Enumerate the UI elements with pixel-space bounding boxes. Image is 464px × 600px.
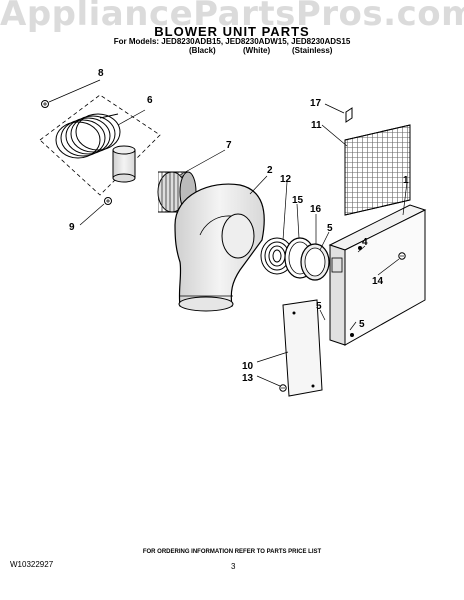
callout-11: 11 xyxy=(311,120,322,131)
part-1-blower-box xyxy=(328,181,427,346)
variant-black: (Black) xyxy=(189,46,216,55)
callout-10: 10 xyxy=(242,361,254,372)
part-7-blower-wheel xyxy=(157,149,226,213)
diagram-title: BLOWER UNIT PARTS xyxy=(154,24,310,39)
part-8-screw xyxy=(41,79,101,108)
callout-4: 4 xyxy=(362,237,368,248)
part-13-screw xyxy=(256,375,287,392)
callout-8: 8 xyxy=(98,68,104,79)
callout-5-lower: 5 xyxy=(359,319,365,330)
variant-stainless: (Stainless) xyxy=(292,46,333,55)
part-3-seal xyxy=(319,231,330,251)
part-16-ring xyxy=(300,214,330,281)
watermark: AppliancePartsPros.com xyxy=(0,0,464,34)
callout-2: 2 xyxy=(267,165,273,176)
callout-6: 6 xyxy=(147,95,153,106)
callout-1: 1 xyxy=(403,175,409,186)
callout-9: 9 xyxy=(69,222,75,233)
part-14-screw xyxy=(377,252,406,276)
part-12-guard xyxy=(260,181,294,275)
callout-14: 14 xyxy=(372,276,384,287)
part-6-heater-element xyxy=(39,94,161,196)
callout-3: 5 xyxy=(327,223,333,234)
callout-15: 15 xyxy=(292,195,304,206)
part-9-screw xyxy=(79,197,112,226)
ordering-info: FOR ORDERING INFORMATION REFER TO PARTS … xyxy=(142,549,322,555)
callout-12: 12 xyxy=(280,174,292,185)
callout-16: 16 xyxy=(310,204,322,215)
page-number: 3 xyxy=(231,562,236,571)
callout-13: 13 xyxy=(242,373,254,384)
callout-5-upper: 5 xyxy=(316,301,322,312)
part-17-clip xyxy=(324,103,353,123)
document-number: W10322927 xyxy=(10,560,54,569)
models-line: For Models: JED8230ADB15, JED8230ADW15, … xyxy=(113,37,351,46)
part-2-blower-housing xyxy=(174,175,268,312)
callout-17: 17 xyxy=(310,98,322,109)
callout-7: 7 xyxy=(226,140,232,151)
part-11-grille xyxy=(321,124,411,216)
variant-white: (White) xyxy=(243,46,271,55)
part-10-plate xyxy=(256,299,326,397)
